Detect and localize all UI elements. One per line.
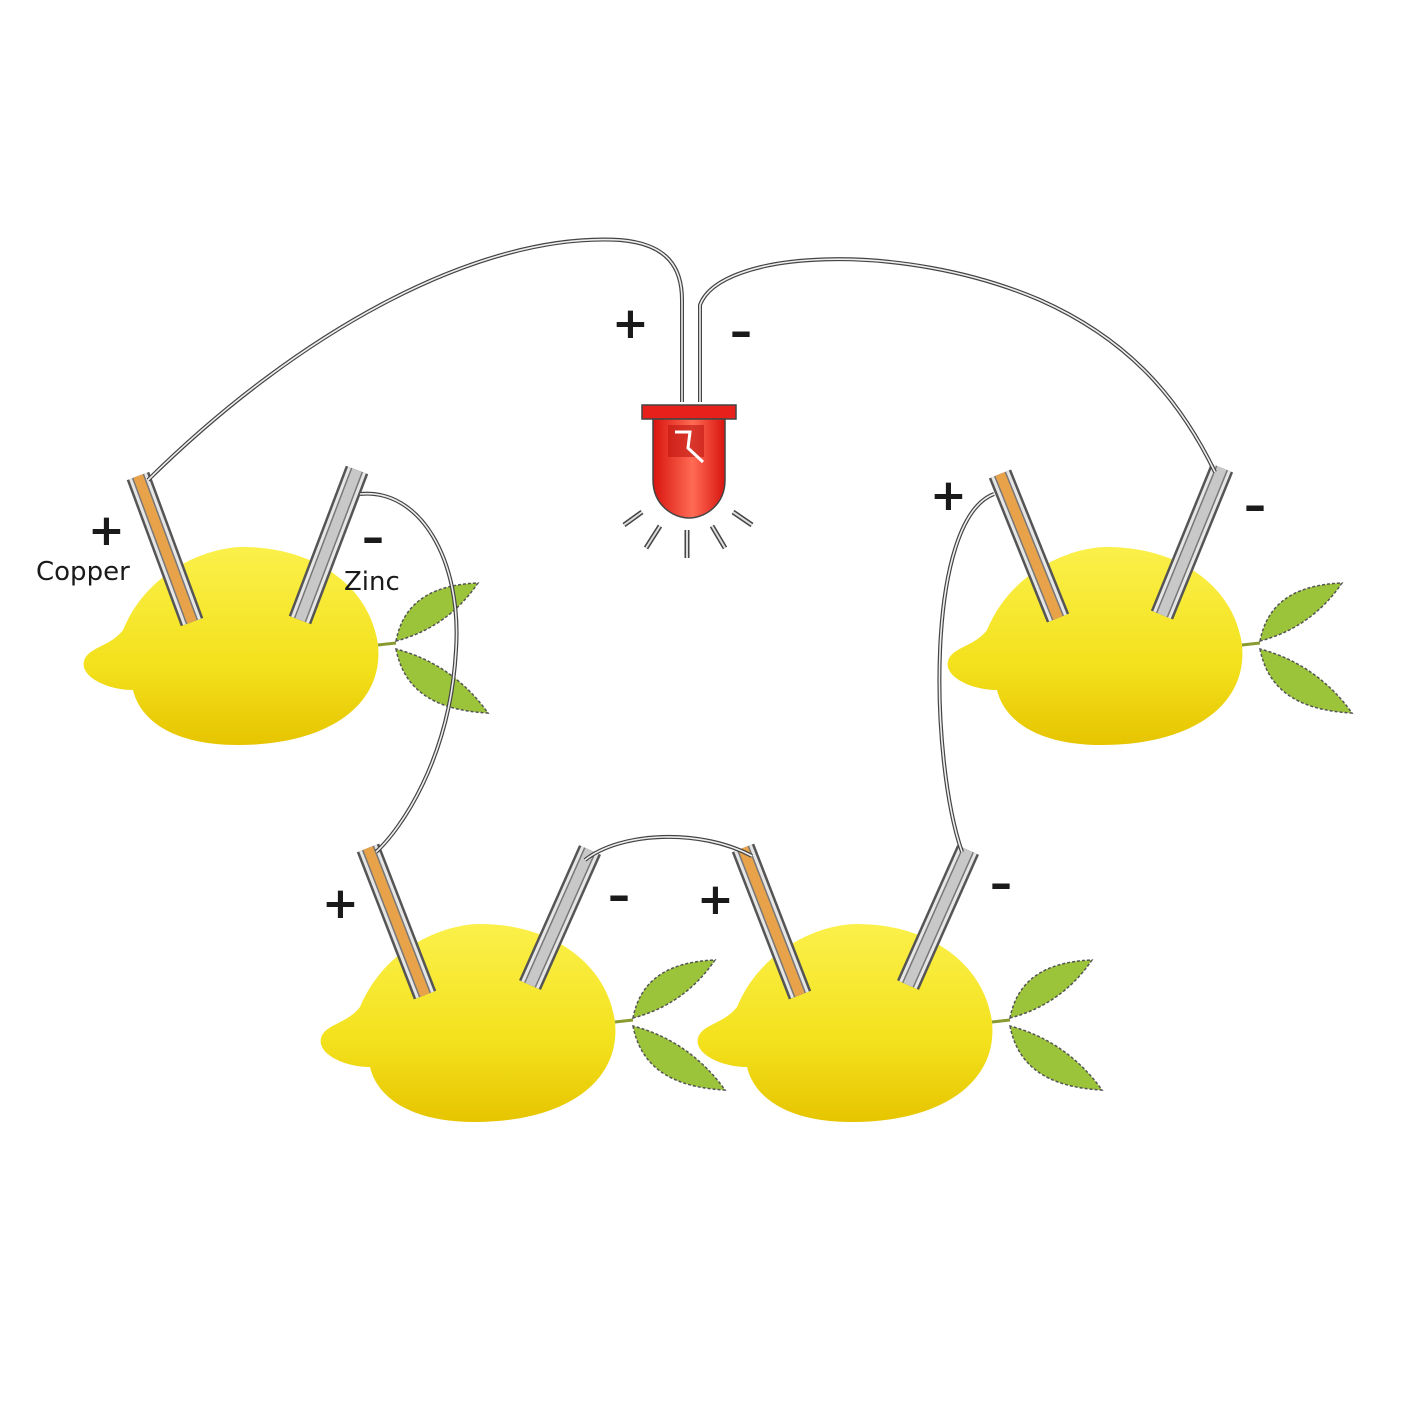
wires	[146, 237, 1217, 862]
lemon-3	[319, 922, 727, 1124]
led-cathode-label: –	[730, 306, 752, 357]
cell1-positive-label: +	[88, 505, 125, 556]
lemon-2	[946, 545, 1354, 747]
cell1-negative-label: –	[362, 512, 384, 563]
wire-zinc3-to-copper4	[583, 835, 753, 862]
led-anode-label: +	[612, 298, 649, 349]
copper-electrode-4	[731, 843, 812, 1000]
copper-electrode-2	[988, 469, 1070, 623]
copper-electrode-3	[356, 843, 437, 1000]
led	[622, 404, 754, 558]
cell2-negative-label: –	[1244, 480, 1266, 531]
zinc-electrode-4	[897, 845, 979, 990]
wire-led-cathode-to-zinc2	[698, 257, 1217, 473]
lemon-1	[82, 545, 490, 747]
zinc-electrode-2	[1150, 463, 1234, 620]
copper-label: Copper	[36, 557, 130, 587]
cell3-positive-label: +	[322, 878, 359, 929]
zinc-electrode-1	[288, 465, 369, 625]
copper-electrode-1	[126, 471, 204, 627]
cell3-negative-label: –	[608, 870, 630, 921]
cell2-positive-label: +	[930, 470, 967, 521]
zinc-electrode-3	[519, 845, 601, 990]
wire-copper1-to-led-anode	[146, 237, 684, 482]
lemon-4	[696, 922, 1104, 1124]
electrodes	[126, 463, 1234, 1000]
zinc-label: Zinc	[344, 567, 400, 597]
cell4-negative-label: –	[990, 858, 1012, 909]
cell4-positive-label: +	[697, 874, 734, 925]
